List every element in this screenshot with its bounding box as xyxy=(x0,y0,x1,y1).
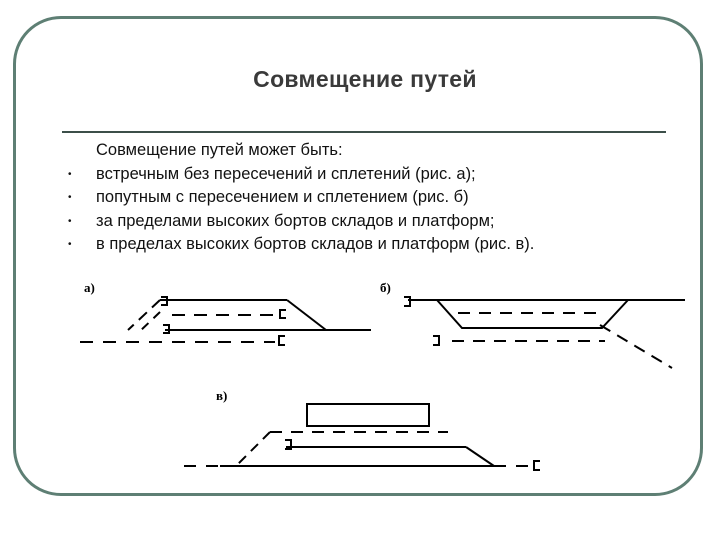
buffer-stop-left-lower xyxy=(163,324,170,334)
diverging-dashed-left xyxy=(127,299,161,331)
bullet-text: за пределами высоких бортов складов и пл… xyxy=(96,211,495,230)
buffer-stop-left-lower xyxy=(433,335,440,346)
bullet-item: • встречным без пересечений и сплетений … xyxy=(60,163,680,187)
bullet-text: попутным с пересечением и сплетением (ри… xyxy=(96,188,469,206)
bullet-dot: • xyxy=(68,192,72,203)
bullet-dot: • xyxy=(68,215,72,227)
bullet-dot: • xyxy=(68,168,72,180)
bullet-item: • за пределами высоких бортов складов и … xyxy=(60,210,680,234)
buffer-stop-right-lower xyxy=(278,335,285,346)
title-divider xyxy=(62,131,666,133)
slide-title: Совмещение путей xyxy=(253,66,477,92)
bullet-dot: • xyxy=(68,239,72,250)
upper-track-turnout xyxy=(286,299,327,331)
buffer-stop-right xyxy=(533,460,540,471)
diverging-dashed-inner xyxy=(137,311,161,334)
figure-a: а) xyxy=(80,280,371,346)
figure-b: б) xyxy=(380,280,685,369)
slide-frame xyxy=(13,16,703,496)
bullet-text: в пределах высоких бортов складов и плат… xyxy=(96,235,535,253)
bullet-item: • в пределах высоких бортов складов и пл… xyxy=(60,233,680,257)
slide-body: Совмещение путей может быть: • встречным… xyxy=(60,139,680,257)
buffer-stop-right-upper xyxy=(279,309,286,319)
platform-block xyxy=(306,403,430,427)
diverging-dashed-right xyxy=(599,324,673,369)
figure-b-label: б) xyxy=(380,280,391,295)
intro-text: Совмещение путей может быть: xyxy=(96,141,343,159)
bullet-list: • встречным без пересечений и сплетений … xyxy=(60,163,680,257)
siding-turnout-right xyxy=(465,446,495,467)
figure-v-label: в) xyxy=(216,388,227,403)
buffer-stop-left-upper xyxy=(161,296,168,306)
buffer-stop-left-upper xyxy=(404,296,411,307)
buffer-stop-siding xyxy=(285,439,292,450)
figure-a-label: а) xyxy=(84,280,95,295)
bullet-text: встречным без пересечений и сплетений (р… xyxy=(96,164,476,183)
figure-v: в) xyxy=(184,388,540,471)
loop-track-solid xyxy=(436,299,629,329)
diverging-dashed-left xyxy=(235,431,271,467)
bullet-item: • попутным с пересечением и сплетением (… xyxy=(60,186,680,210)
